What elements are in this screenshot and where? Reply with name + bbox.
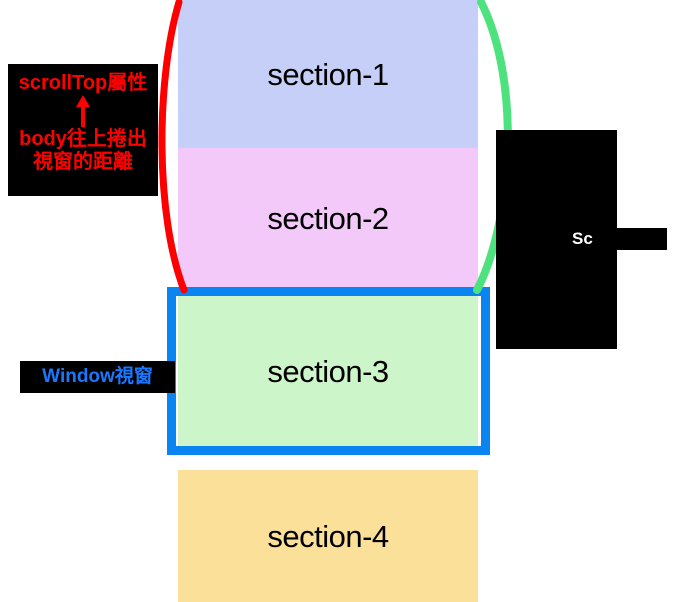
redaction-bar: [594, 228, 667, 250]
window-callout-label: Window視窗: [42, 366, 153, 388]
viewport-highlight-box: [167, 287, 490, 455]
scrolltop-callout-line-2: body往上捲出: [19, 128, 147, 151]
section-block-4: section-4: [178, 470, 478, 602]
section-block-3: section-3: [178, 295, 478, 447]
section-label-3: section-3: [267, 353, 389, 389]
scrolled-out-callout-label: Sc: [572, 229, 593, 248]
section-label-1: section-1: [267, 56, 389, 92]
scrolltop-callout-line-1: scrollTop屬性: [18, 72, 148, 94]
section-label-2: section-2: [267, 200, 389, 236]
window-viewport-callout: Window視窗: [20, 361, 175, 393]
up-arrow-icon: [8, 94, 158, 128]
scrolltop-callout-line-3: 視窗的距離: [33, 150, 133, 173]
section-block-2: section-2: [178, 148, 478, 288]
section-block-1: section-1: [178, 0, 478, 148]
section-label-4: section-4: [267, 518, 389, 554]
scrolltop-callout: scrollTop屬性 body往上捲出 視窗的距離: [8, 64, 158, 196]
